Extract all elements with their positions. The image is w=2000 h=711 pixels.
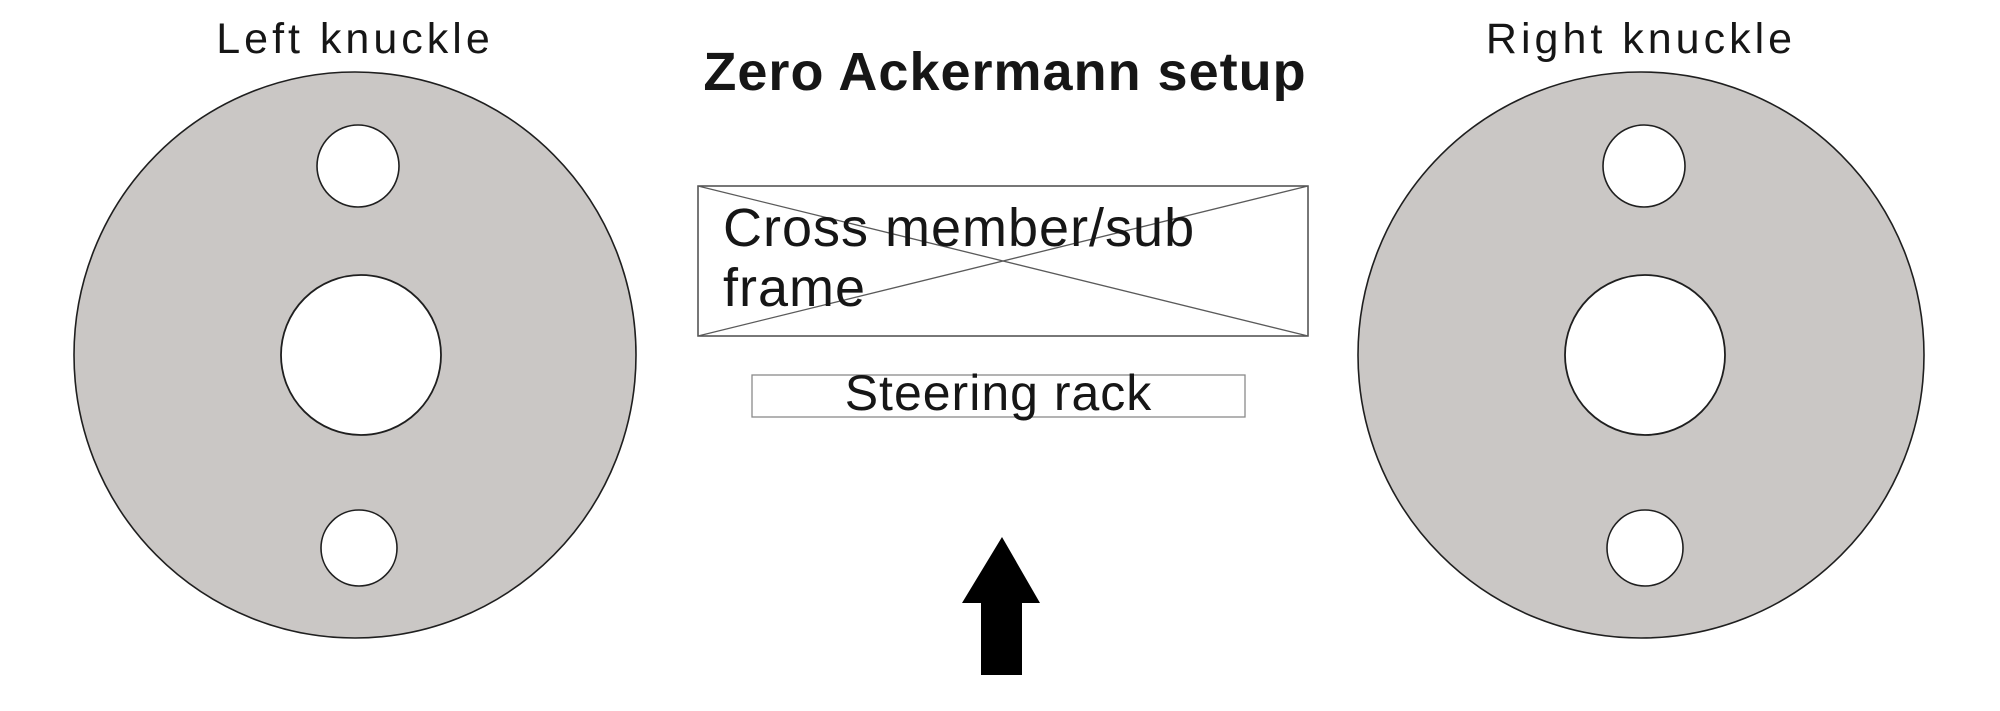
right-knuckle-center-hole [1564, 274, 1726, 436]
cross-member-label-line1: Cross member/sub [723, 198, 1196, 258]
left-knuckle-bottom-hole [320, 509, 398, 587]
right-knuckle-label: Right knuckle [1485, 15, 1797, 63]
left-knuckle-shape [73, 71, 637, 639]
right-knuckle-top-hole [1602, 124, 1686, 208]
cross-diagonal-2 [697, 185, 1309, 337]
up-arrow-icon [962, 537, 1040, 675]
left-knuckle-top-hole [316, 124, 400, 208]
steering-rack-rect [751, 374, 1246, 418]
right-knuckle-shape [1357, 71, 1925, 639]
steering-rack-label: Steering rack [844, 365, 1153, 421]
diagram-title: Zero Ackermann setup [703, 42, 1307, 102]
left-knuckle-label: Left knuckle [216, 15, 494, 63]
right-knuckle-bottom-hole [1606, 509, 1684, 587]
left-knuckle-center-hole [280, 274, 442, 436]
cross-member-box [697, 185, 1309, 337]
cross-member-label-line2: frame [723, 258, 867, 318]
cross-member-label: Cross member/sub frame [723, 198, 1195, 318]
cross-member-rect [697, 185, 1309, 337]
